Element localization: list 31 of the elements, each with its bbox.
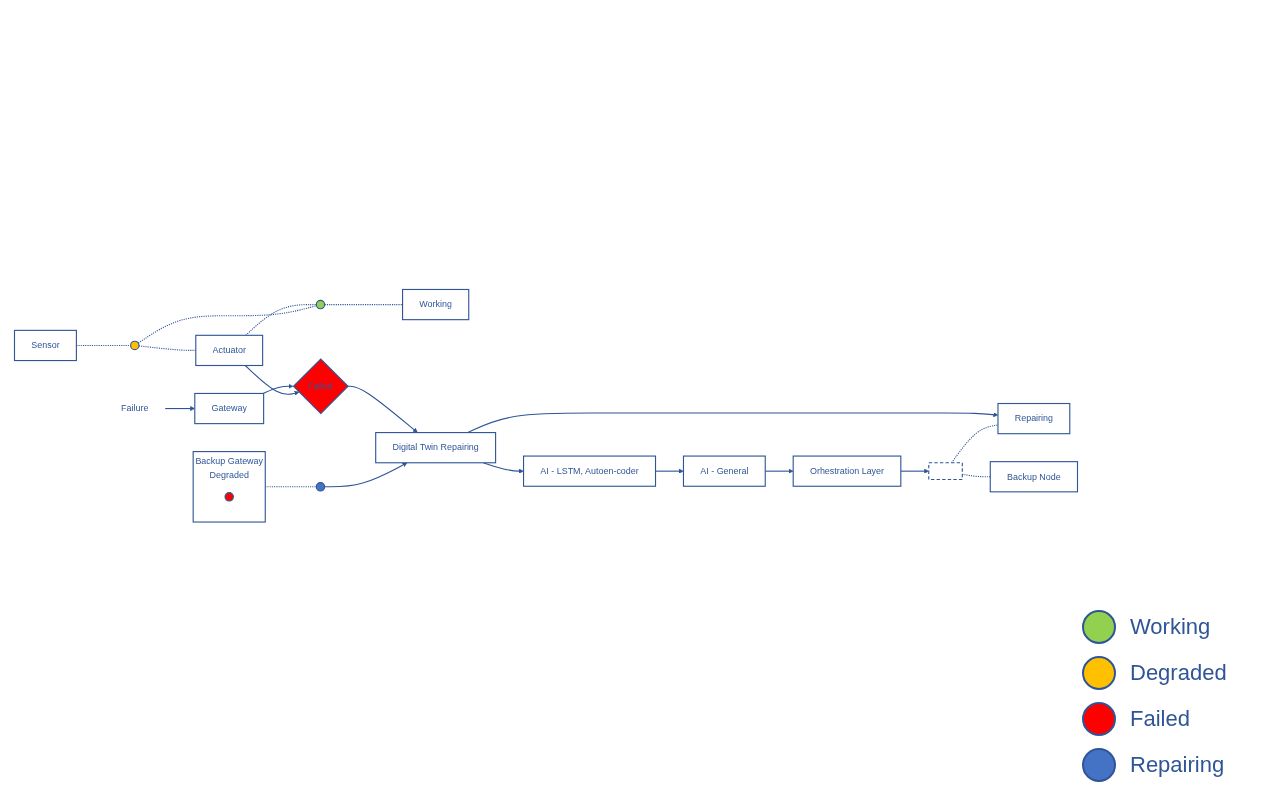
arrow [244, 365, 300, 396]
node-circle [130, 340, 140, 351]
node-box [402, 289, 470, 321]
arrow [262, 384, 294, 395]
node-circle [315, 300, 326, 310]
node-circle [224, 492, 234, 502]
node-box [194, 393, 265, 425]
arrow [324, 462, 408, 488]
node-box [13, 330, 77, 362]
connector [245, 304, 317, 337]
cluster [192, 451, 266, 523]
legend-label: Repairing [1130, 752, 1225, 778]
node-box [682, 455, 766, 488]
arrow [164, 406, 195, 412]
node-box [523, 455, 657, 488]
legend-label: Working [1130, 614, 1211, 640]
flowchart: Backup Gateway Degraded Sensor Actuator Working Failure Gateway Failed Digital Twin Repairing AI - LSTM, Autoen-coder AI - General Orhestration Layer Repairing Backup Node [10, 285, 1082, 527]
connector [137, 305, 317, 344]
node-text: Failure [121, 403, 149, 414]
arrow [347, 385, 418, 434]
node-box [989, 461, 1079, 493]
node-box [792, 455, 902, 488]
legend-label: Degraded [1130, 660, 1227, 686]
node-box [928, 462, 963, 481]
node-box [375, 432, 497, 464]
arrow [900, 468, 929, 474]
node-box [195, 335, 264, 367]
node-box [997, 403, 1071, 435]
legend-label: Failed [1130, 706, 1190, 732]
node-diamond [292, 358, 349, 415]
node-circle [315, 482, 326, 492]
